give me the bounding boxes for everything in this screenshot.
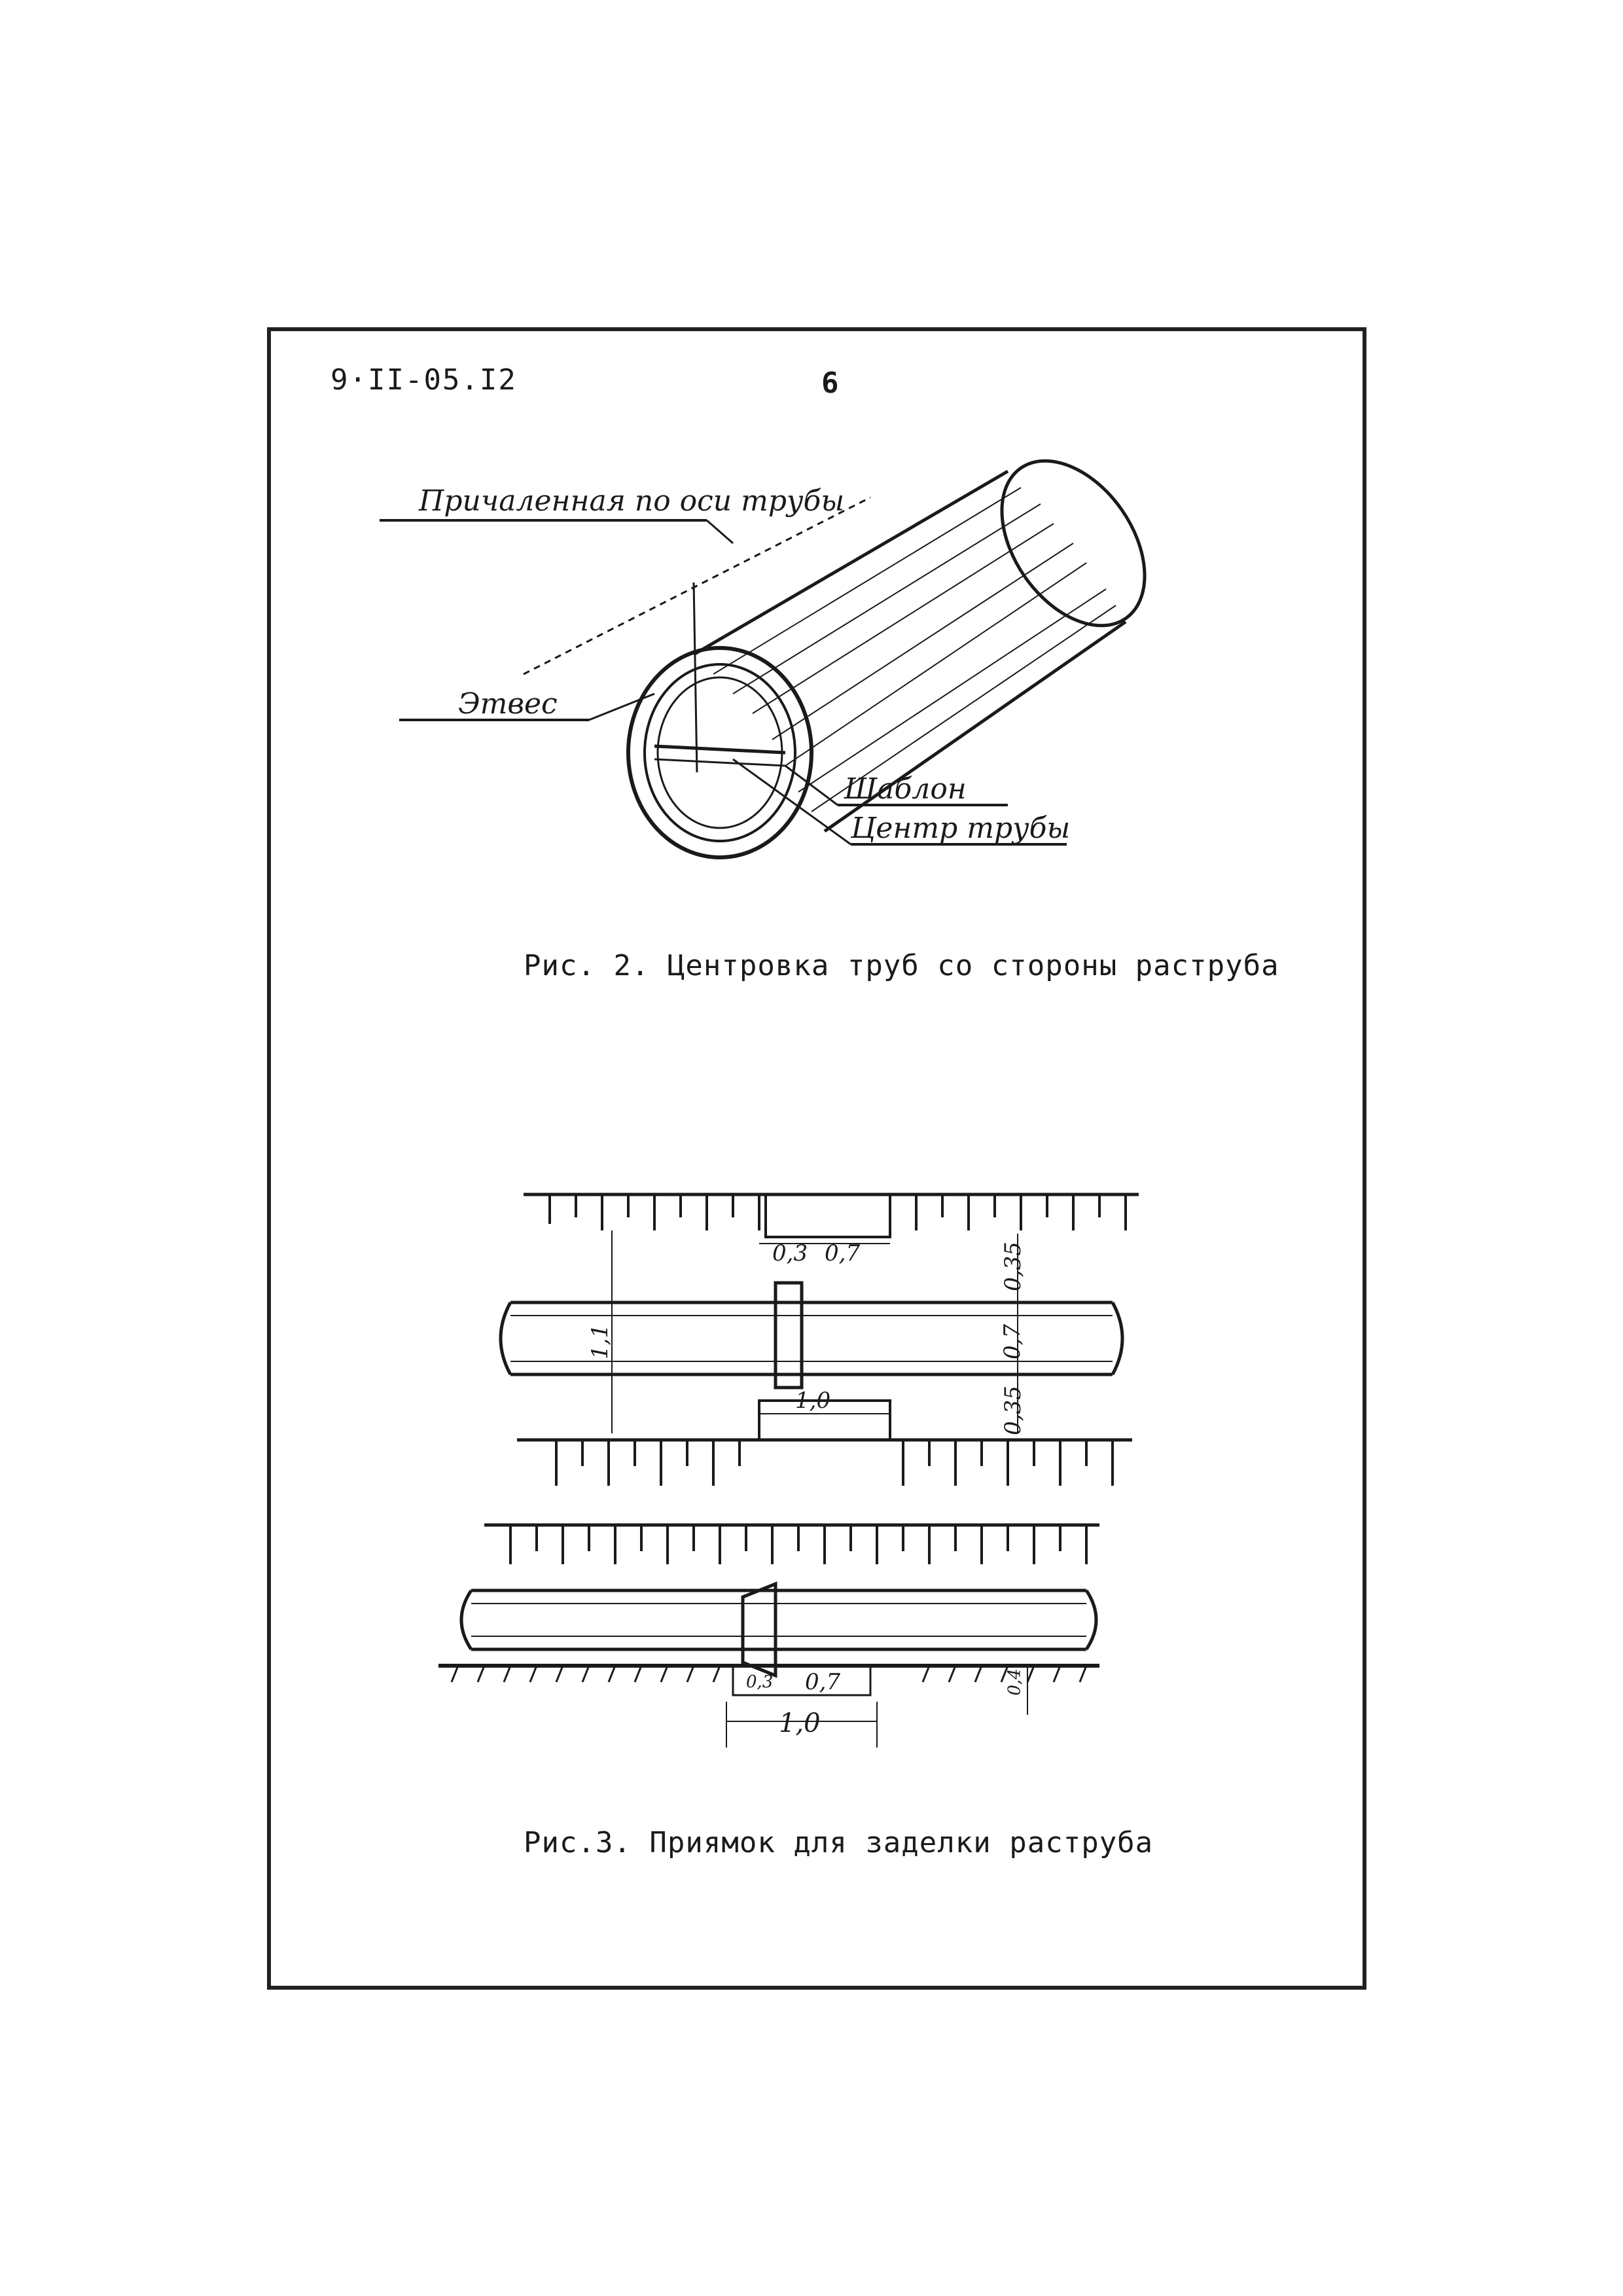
page-frame	[267, 327, 1366, 1990]
figure-2-caption: Рис. 2. Центровка труб со стороны растру…	[524, 949, 1279, 982]
bottom-ground-hatch	[509, 1525, 1088, 1564]
document-code: 9·II-05.I2	[330, 363, 517, 397]
bedding-hatch	[450, 1665, 1088, 1683]
figure-3-caption: Рис.3. Приямок для заделки раструба	[524, 1826, 1154, 1859]
dim-bottom-gap: 0,7	[805, 1669, 841, 1695]
dim-top-depth-lower: 0,35	[999, 1386, 1026, 1435]
dim-top-total-length: 1,0	[795, 1388, 831, 1414]
label-plumb: Этвес	[458, 687, 558, 721]
dim-bottom-socket-width: 0,3	[746, 1672, 774, 1692]
top-ground-hatch-upper	[548, 1194, 1127, 1230]
label-template: Шаблон	[844, 772, 967, 806]
dim-top-gap: 0,7	[825, 1240, 861, 1266]
dim-top-depth-upper: 0,35	[999, 1242, 1026, 1291]
label-axis-line: Причаленная по оси трубы	[419, 484, 845, 518]
label-pipe-center: Центр трубы	[851, 812, 1071, 845]
page-number: 6	[821, 367, 839, 400]
socket-outer	[626, 646, 813, 859]
dim-top-total-height: 1,1	[587, 1323, 614, 1360]
dim-top-pipe-diameter: 0,7	[999, 1323, 1026, 1360]
dim-bottom-bedding-depth: 0,4	[1005, 1668, 1025, 1696]
socket-inner	[643, 663, 796, 842]
dim-top-socket-width: 0,3	[772, 1240, 808, 1266]
dim-bottom-total-length: 1,0	[779, 1708, 821, 1738]
top-ground-hatch-lower	[555, 1440, 1114, 1486]
pipe-hatching	[713, 487, 1116, 812]
